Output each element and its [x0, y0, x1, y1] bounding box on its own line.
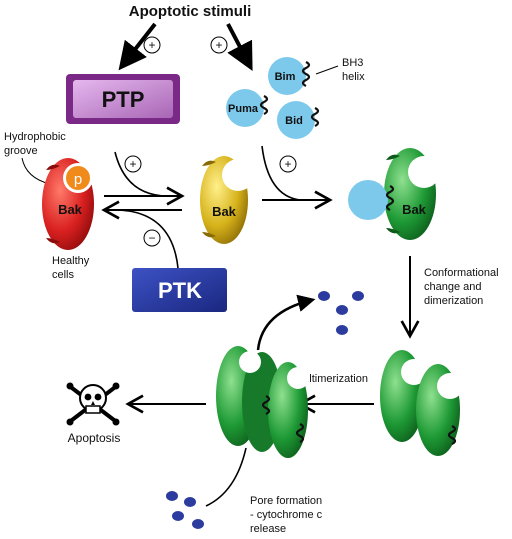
cytochrome-c-released: [318, 291, 364, 335]
conformational-label: Conformational change and dimerization: [424, 267, 502, 307]
hydrophobic-groove-label: Hydrophobic groove: [4, 131, 69, 157]
cytochrome-c-mitochondrial: [166, 491, 204, 529]
svg-text:+: +: [148, 38, 155, 52]
arrow-cytochrome-release: [256, 294, 316, 351]
svg-text:Puma: Puma: [228, 103, 259, 115]
healthy-cells-label: Healthy cells: [52, 255, 92, 281]
bim-protein: Bim: [268, 57, 311, 95]
phospho-badge: p: [63, 163, 93, 193]
svg-text:+: +: [215, 38, 222, 52]
plus-sign-bh3: +: [210, 36, 228, 54]
skull-crossbones-icon: [66, 382, 120, 426]
pore-formation-label: Pore formation - cytochrome c release: [250, 495, 325, 535]
bak-yellow-primed: Bak: [200, 156, 254, 244]
ptp-label: PTP: [102, 87, 145, 112]
arrow-stimuli-to-bh3: [226, 23, 253, 71]
svg-text:−: −: [148, 231, 155, 245]
bh3-helix-pointer: [315, 65, 339, 75]
svg-text:Bim: Bim: [275, 71, 296, 83]
plus-sign-ptp: +: [143, 36, 161, 54]
bh3-input-curve: [261, 145, 301, 201]
plus-sign-ptp-step: +: [124, 155, 142, 173]
title-apoptotic-stimuli: Apoptotic stimuli: [129, 3, 252, 20]
bid-protein: Bid: [277, 101, 320, 139]
bak-green-label: Bak: [402, 202, 427, 217]
svg-text:Bid: Bid: [285, 115, 303, 127]
ptk-input-curve: [117, 209, 179, 269]
multimerization-label: multimerization: [294, 373, 368, 385]
ptk-box: PTK: [132, 268, 227, 312]
bak-multimer-pore: [216, 346, 309, 458]
bh3-helix-label: BH3 helix: [342, 57, 366, 83]
plus-sign-bh3-step: +: [279, 155, 297, 173]
pore-formation-pointer: [205, 447, 247, 507]
svg-text:+: +: [129, 157, 136, 171]
svg-text:p: p: [74, 171, 82, 188]
bak-red-label: Bak: [58, 202, 83, 217]
arrow-stimuli-to-ptp: [118, 22, 157, 71]
ptp-input-curve: [114, 151, 169, 197]
ptp-box: PTP: [66, 74, 180, 124]
puma-protein: Puma: [226, 89, 269, 127]
svg-text:+: +: [284, 157, 291, 171]
bak-dimer: [380, 350, 463, 456]
ptk-label: PTK: [158, 278, 202, 303]
minus-sign-ptk-step: −: [143, 229, 161, 247]
bak-green-bh3-bound: Bak: [348, 148, 440, 240]
bak-yellow-label: Bak: [212, 204, 237, 219]
apoptosis-label: Apoptosis: [68, 431, 121, 445]
